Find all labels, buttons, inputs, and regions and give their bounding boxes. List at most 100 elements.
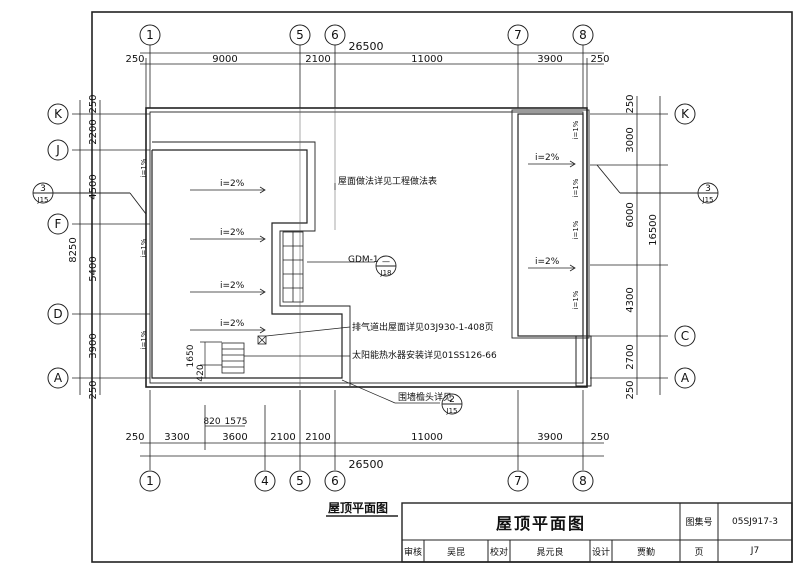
left-dim: 3900 bbox=[88, 333, 99, 358]
slope-label: i=2% bbox=[220, 228, 245, 238]
page-label: 页 bbox=[694, 547, 704, 558]
atlas-number: 05SJ917-3 bbox=[732, 516, 778, 527]
bottom-dim: 3600 bbox=[222, 432, 247, 443]
local-dim: 420 bbox=[196, 364, 206, 381]
slope-label: i=1% bbox=[572, 178, 580, 197]
checker-name: 晁元良 bbox=[536, 547, 564, 558]
axis-label: 6 bbox=[331, 28, 339, 42]
top-axis-bubbles bbox=[139, 24, 594, 46]
design-label: 设计 bbox=[591, 547, 610, 558]
slope-label: i=1% bbox=[140, 330, 148, 349]
top-dimensions bbox=[140, 44, 604, 108]
small-dim: 1575 bbox=[225, 417, 248, 427]
local-dimensions bbox=[200, 341, 222, 378]
left-dim: 4500 bbox=[88, 174, 99, 199]
overall-dim-top: 26500 bbox=[349, 40, 384, 53]
left-total-dim: 8250 bbox=[68, 237, 79, 262]
title-block bbox=[401, 502, 793, 563]
detail-ref-num: 3 bbox=[40, 184, 46, 194]
top-dim: 11000 bbox=[411, 54, 443, 65]
axis-label: 7 bbox=[514, 474, 522, 488]
axis-label: K bbox=[681, 107, 690, 121]
axis-label: 5 bbox=[296, 474, 304, 488]
bottom-dim: 250 bbox=[590, 432, 609, 443]
review-label: 审核 bbox=[403, 547, 422, 558]
right-total-dim: 16500 bbox=[648, 214, 659, 246]
bottom-dim: 3900 bbox=[537, 432, 562, 443]
left-dim: 2200 bbox=[88, 119, 99, 144]
solar-heater-block bbox=[221, 335, 267, 374]
bottom-axis-bubbles bbox=[139, 470, 594, 492]
right-axis-bubbles bbox=[674, 103, 696, 389]
axis-lines bbox=[299, 108, 336, 387]
detail-ref-sheet: J15 bbox=[446, 407, 458, 415]
slope-label: i=2% bbox=[535, 153, 560, 163]
top-dim: 2100 bbox=[305, 54, 330, 65]
axis-label: 7 bbox=[514, 28, 522, 42]
right-dim: 2700 bbox=[625, 344, 636, 369]
detail-ref-parapet bbox=[441, 393, 463, 415]
left-axis-bubbles bbox=[47, 103, 69, 389]
small-dim: 820 bbox=[203, 417, 220, 427]
axis-label: J bbox=[55, 143, 60, 157]
axis-label: A bbox=[681, 371, 690, 385]
bottom-dim: 2100 bbox=[305, 432, 330, 443]
slope-label: i=2% bbox=[535, 257, 560, 267]
detail-ref-left bbox=[32, 182, 147, 215]
solar-note: 太阳能热水器安装详见01SS126-66 bbox=[352, 349, 497, 361]
note-leaders bbox=[244, 183, 440, 404]
slope-label: i=1% bbox=[140, 158, 148, 177]
roof-note: 屋面做法详见工程做法表 bbox=[338, 175, 437, 187]
axis-label: 6 bbox=[331, 474, 339, 488]
bottom-dimensions bbox=[140, 390, 604, 470]
detail-ref-right bbox=[596, 164, 719, 204]
right-dim: 4300 bbox=[625, 287, 636, 312]
detail-ref-sheet: J18 bbox=[380, 269, 392, 277]
parapet-note: 围墙檐头详见 bbox=[398, 391, 452, 403]
detail-ref-num: 2 bbox=[449, 395, 455, 405]
axis-label: K bbox=[54, 107, 63, 121]
title-block-title: 屋顶平面图 bbox=[495, 513, 586, 533]
bottom-dim: 250 bbox=[125, 432, 144, 443]
detail-ref-num: — bbox=[382, 257, 390, 266]
left-dim: 5400 bbox=[88, 256, 99, 281]
slope-label: i=1% bbox=[572, 290, 580, 309]
slope-arrows bbox=[190, 160, 576, 334]
right-dim: 6000 bbox=[625, 202, 636, 227]
left-dimensions bbox=[72, 100, 150, 395]
axis-label: 4 bbox=[261, 474, 269, 488]
right-dim: 250 bbox=[625, 380, 636, 399]
right-dim: 250 bbox=[625, 94, 636, 113]
drawing-frame bbox=[91, 11, 793, 563]
detail-ref-gdm bbox=[375, 255, 397, 277]
axis-label: F bbox=[55, 217, 62, 231]
slope-label: i=2% bbox=[220, 319, 245, 329]
top-dim: 250 bbox=[590, 54, 609, 65]
gdm-code: GDM-1 bbox=[348, 255, 379, 265]
check-label: 校对 bbox=[489, 547, 508, 558]
detail-ref-sheet: J15 bbox=[37, 196, 49, 204]
axis-label: 8 bbox=[579, 28, 587, 42]
axis-label: A bbox=[54, 371, 63, 385]
reviewer-name: 吴昆 bbox=[446, 547, 465, 558]
designer-name: 贾勤 bbox=[636, 547, 655, 558]
axis-label: 5 bbox=[296, 28, 304, 42]
detail-ref-sheet: J15 bbox=[702, 196, 714, 204]
local-dim: 1650 bbox=[186, 344, 196, 367]
slope-label: i=1% bbox=[572, 220, 580, 239]
slope-labels: i=2% i=2% i=2% i=2% i=2% i=2% bbox=[220, 153, 560, 329]
axis-label: 1 bbox=[146, 28, 154, 42]
exhaust-note: 排气道出屋面详见03J930-1-408页 bbox=[352, 321, 494, 333]
right-dim: 3000 bbox=[625, 127, 636, 152]
axis-label: C bbox=[681, 329, 689, 343]
bottom-dim: 3300 bbox=[164, 432, 189, 443]
drawing-caption: 屋顶平面图 bbox=[328, 501, 388, 515]
top-dim: 3900 bbox=[537, 54, 562, 65]
slope-label: i=2% bbox=[220, 281, 245, 291]
exhaust-shaft-grid bbox=[282, 231, 304, 303]
top-dim: 250 bbox=[125, 54, 144, 65]
bottom-dim: 11000 bbox=[411, 432, 443, 443]
axis-label: 1 bbox=[146, 474, 154, 488]
overall-dim-bottom: 26500 bbox=[349, 458, 384, 471]
